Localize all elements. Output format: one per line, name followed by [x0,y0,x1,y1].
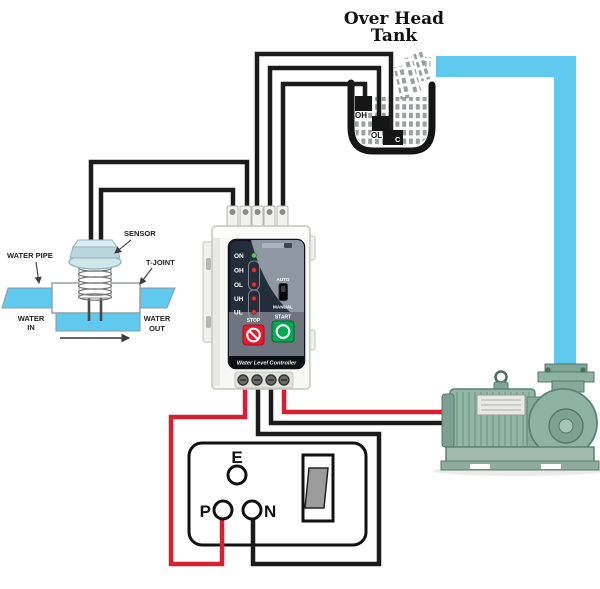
water-out-label2: OUT [149,324,165,333]
tank-wire-oh [280,81,368,212]
pump-motor [433,363,600,476]
water-pipe-arrow [34,261,42,285]
led-oh-label: OH [234,268,244,275]
led-on-label: ON [234,253,244,260]
overhead-tank: Over Head Tank [344,9,444,155]
led-ol [251,281,257,288]
led-ul [251,309,257,315]
water-out-label1: WATER [144,314,171,323]
tank-wire-common [254,51,394,212]
power-box [187,441,368,547]
sensor-arrow [114,239,132,254]
base-notch-1 [470,464,490,469]
earth-label: E [231,448,242,467]
stop-icon [246,327,261,343]
sensor-wire-2 [88,159,250,246]
controller-bottom-terminals [234,371,294,389]
motor-end-cap [441,393,455,448]
wires [88,51,450,567]
neutral-label: N [264,502,276,521]
led-oh [251,267,257,273]
panel-swoosh [251,240,304,321]
t-joint-label: T-JOINT [146,258,175,267]
lifting-eye [494,370,508,384]
earth-terminal [226,464,248,486]
pipe-assembly [1,239,176,332]
power-box-outline [187,441,368,547]
stop-start-buttons: STOP START [242,315,295,346]
rocker-switch-icon [304,467,329,509]
led-ol-label: OL [234,282,243,289]
tank-sensor-ol [372,116,389,131]
neutral-wire [250,384,382,567]
mount-slot-2 [206,316,211,328]
sensor-label: SENSOR [124,229,156,238]
water-splash [393,51,431,100]
tank-sensor-common [383,130,403,145]
controller: ON OH OL UH UL AUTO MANUAL STOP START [202,205,316,390]
pump-hub [558,418,574,434]
power-terminals: E P N [200,448,277,521]
controller-body-top [213,227,309,238]
tank-walls [347,79,436,155]
t-joint-lower [55,312,141,332]
led-uh [251,295,257,302]
flange-bolt-left [545,367,551,373]
mount-slot-1 [206,258,211,270]
motor-wire-black [268,384,450,426]
delivery-pipe-shape [436,56,576,368]
phase-terminal [212,499,234,521]
base-notch-2 [541,464,561,469]
phase-label: P [200,502,211,521]
tank-sensor-c-label: C [395,135,401,144]
auto-label: AUTO [277,277,290,282]
pump-base-lip [440,460,600,471]
led-uh-label: UH [234,296,244,303]
start-button [271,320,295,343]
water-in-label1: WATER [18,314,45,323]
delivery-pipe [436,56,576,368]
motor-wire-red [281,384,450,415]
tank-sensors: OH OL C [354,96,403,145]
brand-logo [262,243,292,248]
toggle-knob [281,286,286,292]
water-pipe-label: WATER PIPE [7,251,53,260]
stop-icon-slash [248,329,259,341]
controller-body-shade [213,238,220,386]
pipe-outlet [139,287,176,309]
sensor-wire-1 [98,187,236,246]
controller-name: Water Level Controller [237,361,297,367]
controller-top-terminals [226,205,289,229]
annotations: WATER PIPE SENSOR T-JOINT WATER IN WATER… [7,229,175,343]
sensor-cap-front [69,246,121,259]
sensor-cap-top [72,239,118,248]
tank-sensor-oh [355,96,372,111]
led-ul-label: UL [234,310,243,317]
manual-label: MANUAL [273,305,293,310]
led-on [251,252,257,259]
phase-wire [168,384,248,567]
tank-title-line2: Tank [371,26,418,46]
neutral-terminal [241,499,263,521]
tank-wire-ol [267,65,382,212]
stop-label: STOP [247,318,261,324]
pipe-inlet [1,287,53,309]
panel-name-band [229,356,304,368]
t-joint-arrow [139,267,153,285]
tank-sensor-ol-label: OL [371,131,382,140]
tank-sensor-oh-label: OH [355,111,367,120]
water-in-label2: IN [27,323,35,332]
tank-title-line1: Over Head [344,9,444,29]
mode-switch: AUTO MANUAL [273,277,293,310]
led-indicators: ON OH OL UH UL [234,252,260,320]
start-icon [275,324,291,339]
flange-bolt-right [580,367,586,373]
motor-nameplate [476,394,526,416]
start-label: START [275,315,291,321]
